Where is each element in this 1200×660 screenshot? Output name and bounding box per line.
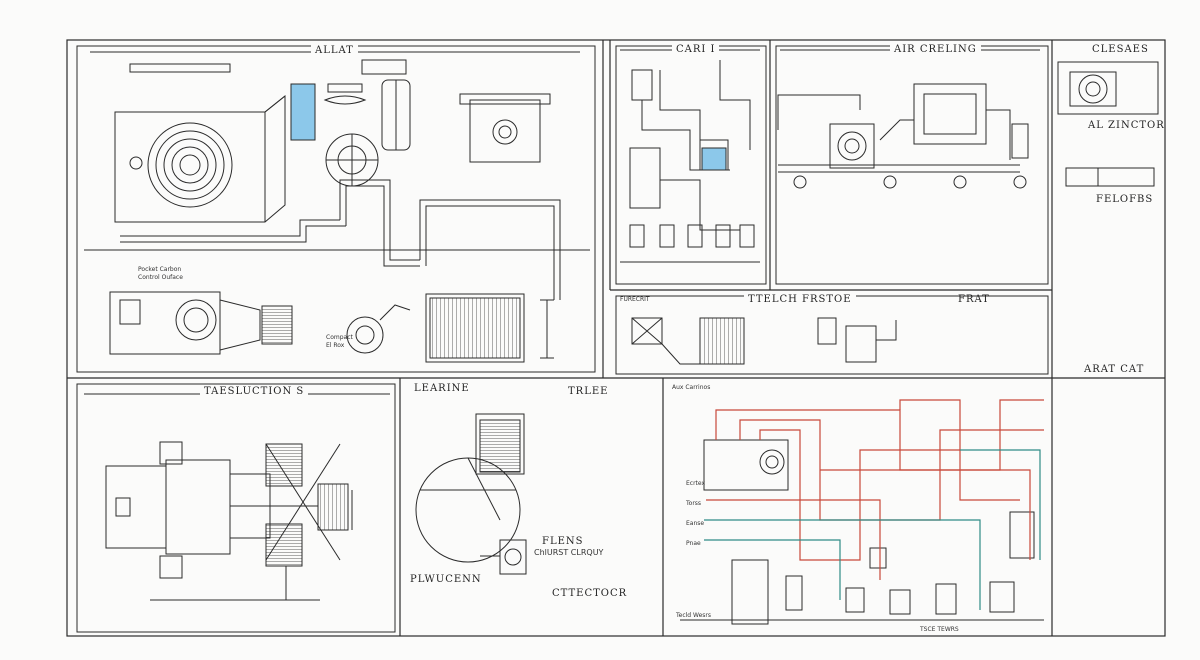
panel-wiring — [680, 399, 1044, 625]
subtitle-felofbs: FELOFBS — [1096, 194, 1154, 205]
subtitle-frat: FRAT — [958, 294, 990, 305]
panel-title-taesluction: TAESLUCTION S — [200, 386, 309, 397]
panel-title-ttelch: TTELCH FRSTOE — [744, 294, 856, 305]
tag-furecrit: FURECRIT — [620, 296, 650, 303]
footer-tsce-tewrs: TSCE TEWRS — [920, 626, 959, 633]
caption-control-ouface: Control Ouface — [138, 274, 183, 281]
label-flens: FLENS — [542, 536, 584, 547]
panel-air-creling — [775, 45, 1049, 285]
note-2: Torss — [686, 500, 702, 507]
panel-learine — [415, 413, 527, 575]
subtitle-al-zinctor: AL ZINCTOR — [1088, 120, 1165, 131]
blue-panel — [701, 147, 727, 171]
panel-title-learine: LEARINE — [414, 383, 470, 394]
panel-taesluction — [76, 383, 396, 633]
caption-el-rox: El Rox — [326, 342, 345, 349]
note-3: Eanse — [686, 520, 705, 527]
panel-cari — [615, 45, 767, 285]
subtitle-trlee: TRLEE — [568, 386, 609, 397]
panel-title-air-creling: AIR CRELING — [890, 44, 981, 55]
note-4: Pnae — [686, 540, 701, 547]
caption-pocket-carbon: Pocket Carbon — [138, 266, 182, 273]
drawing-frame — [66, 39, 1166, 637]
label-chlurst-clrquy: ChlURST CLRQUY — [534, 548, 604, 557]
panel-ttelch — [615, 295, 1049, 375]
display-screen — [290, 83, 316, 141]
teal-wires — [704, 449, 1041, 610]
panel-title-allat: ALLAT — [311, 45, 358, 56]
note-1: Ecrtex — [686, 480, 706, 487]
fan-coil — [147, 122, 233, 208]
footer-plwucenn: PLWUCENN — [410, 574, 482, 585]
caption-compact: Compact — [326, 334, 353, 341]
corner-label-arat-cat: ARAT CAT — [1084, 364, 1145, 375]
panel-allat — [76, 45, 596, 373]
label-cttectocr: CTTECTOCR — [552, 588, 628, 599]
panel-clesaes — [1057, 61, 1159, 187]
panel-title-clesaes: CLESAES — [1092, 44, 1149, 55]
panel-title-cari: CARI I — [672, 44, 720, 55]
panel-title-aux-carrinos: Aux Carrinos — [672, 384, 711, 391]
note-0: Tecld Wesrs — [676, 612, 712, 619]
